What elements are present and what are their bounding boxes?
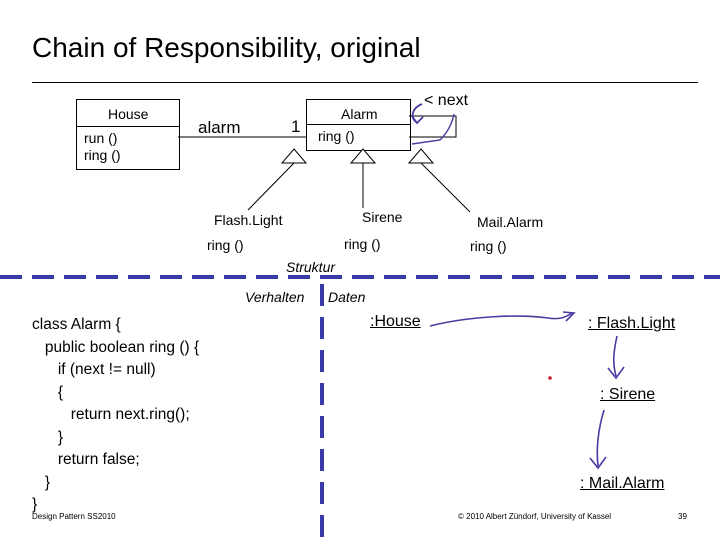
mailalarm-op-ring: ring () [470,238,507,254]
next-association-line [409,115,457,138]
alarm-class-name: Alarm [341,106,378,122]
flashlight-to-sirene-link [612,335,618,377]
sirene-class-name: Sirene [362,209,403,225]
code-line: return false; [32,451,140,468]
association-label: alarm [198,118,241,137]
flashlight-class-name: Flash.Light [214,212,283,228]
house-op-ring: ring () [84,147,121,163]
house-class-divider [77,126,179,127]
verhalten-label: Verhalten [245,289,305,305]
alarm-class-divider [307,124,410,125]
inheritance-line-flashlight [247,162,295,211]
inheritance-triangle-right [407,148,435,164]
code-line: } [32,496,38,513]
code-line: class Alarm { [32,316,121,333]
page-number: 39 [678,512,687,521]
sirene-object: : Sirene [600,386,656,403]
house-object: :House [370,313,421,330]
slide-title: Chain of Responsibility, original [32,32,421,63]
code-line: return next.ring(); [32,406,190,423]
mailalarm-class-name: Mail.Alarm [477,214,544,230]
alarm-class: Alarm ring () [306,99,411,151]
inheritance-line-mailalarm [420,162,471,213]
house-class: House run () ring () [76,99,180,170]
flashlight-object: : Flash.Light [588,315,676,332]
mailalarm-object: : Mail.Alarm [580,475,665,492]
struktur-label: Struktur [286,259,336,275]
title-rule [32,82,698,83]
code-line: } [32,473,51,491]
house-to-flashlight-arrowhead [562,311,576,322]
next-label: < next [424,92,469,109]
inheritance-triangle-left [280,148,308,164]
footer-right: © 2010 Albert Zündorf, University of Kas… [458,512,612,521]
sirene-to-mailalarm-link [596,409,605,467]
code-line: if (next != null) [32,361,156,378]
sirene-to-mailalarm-arrowhead [589,456,607,470]
sirene-op-ring: ring () [344,236,381,252]
code-line: { [32,383,64,401]
inheritance-triangle-mid [349,148,377,164]
multiplicity-label: 1 [291,117,301,136]
alarm-op-ring: ring () [318,128,355,144]
house-op-run: run () [84,130,118,146]
flashlight-to-sirene-arrowhead [607,366,625,380]
next-hand-arrowhead [411,115,424,125]
flashlight-op-ring: ring () [207,237,244,253]
footer-left: Design Pattern SS2010 [32,512,116,521]
code-line: } [32,428,64,446]
house-class-name: House [108,106,149,122]
red-dot [548,376,552,380]
house-to-flashlight-link [429,312,573,327]
alarm-code-block: class Alarm { public boolean ring () { i… [32,314,199,517]
next-hand-stroke [411,113,455,145]
daten-label: Daten [328,289,366,305]
code-line: public boolean ring () { [32,338,200,356]
